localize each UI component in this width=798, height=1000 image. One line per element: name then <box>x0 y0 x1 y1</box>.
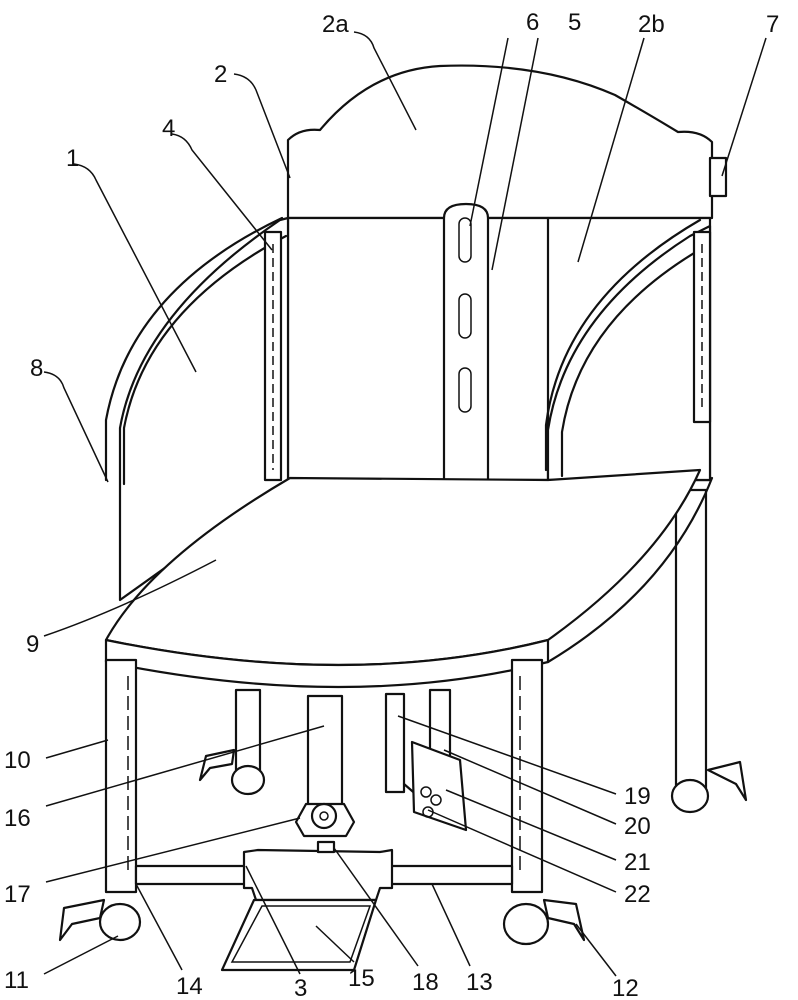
adjustment-strip <box>442 202 490 482</box>
rear-left-pedal <box>198 748 236 782</box>
label-4: 4 <box>162 115 175 142</box>
right-wing-panel <box>546 224 712 482</box>
label-7: 7 <box>766 11 779 38</box>
right-slotted-rail <box>692 230 712 424</box>
label-18: 18 <box>412 969 439 996</box>
bed-pan <box>220 898 378 972</box>
label-14: 14 <box>176 973 203 1000</box>
label-8: 8 <box>30 355 43 382</box>
pedal-button <box>430 794 442 806</box>
backrest-top-panel <box>286 64 714 220</box>
central-column <box>306 694 344 816</box>
right-brake-pedal <box>542 898 586 942</box>
label-2a: 2a <box>322 11 349 38</box>
pulley-wheel <box>310 802 338 830</box>
label-6: 6 <box>526 9 539 36</box>
adjustment-slot <box>458 293 472 339</box>
right-armrest-tube <box>544 218 702 472</box>
label-9: 9 <box>26 631 39 658</box>
leader-lines <box>43 31 767 977</box>
label-1: 1 <box>66 145 79 172</box>
right-rear-wheel <box>670 778 710 814</box>
adjustment-slot <box>458 217 472 263</box>
right-rear-brake-pedal <box>706 760 748 802</box>
label-3: 3 <box>294 975 307 1000</box>
label-21: 21 <box>624 849 651 876</box>
right-front-wheel <box>502 902 550 946</box>
rear-left-wheel <box>230 764 266 796</box>
label-5: 5 <box>568 9 581 36</box>
pan-holder-clip <box>316 840 336 854</box>
left-front-wheel <box>98 902 142 942</box>
side-knob <box>708 156 728 198</box>
label-16: 16 <box>4 805 31 832</box>
label-11: 11 <box>4 967 29 994</box>
left-armrest-tube-inner <box>122 234 288 486</box>
pan-holder-frame <box>242 848 394 902</box>
left-brake-pedal <box>58 898 106 942</box>
label-15: 15 <box>348 965 375 992</box>
seat-right-edge <box>546 476 714 664</box>
left-front-leg <box>104 658 138 894</box>
pedal-button <box>420 786 432 798</box>
label-22: 22 <box>624 881 651 908</box>
right-armrest-tube-inner <box>560 244 708 478</box>
label-13: 13 <box>466 969 493 996</box>
label-17: 17 <box>4 881 31 908</box>
label-12: 12 <box>612 975 639 1000</box>
label-20: 20 <box>624 813 651 840</box>
bed-pan-inner <box>230 905 372 963</box>
label-2: 2 <box>214 61 227 88</box>
label-19: 19 <box>624 783 651 810</box>
right-rear-leg <box>674 488 708 792</box>
label-2b: 2b <box>638 11 665 38</box>
label-10: 10 <box>4 747 31 774</box>
adjustment-slot <box>458 367 472 413</box>
right-column <box>384 692 406 794</box>
left-armrest-tube <box>104 216 284 482</box>
pulley-axle <box>319 811 329 821</box>
rear-left-post <box>234 688 262 778</box>
